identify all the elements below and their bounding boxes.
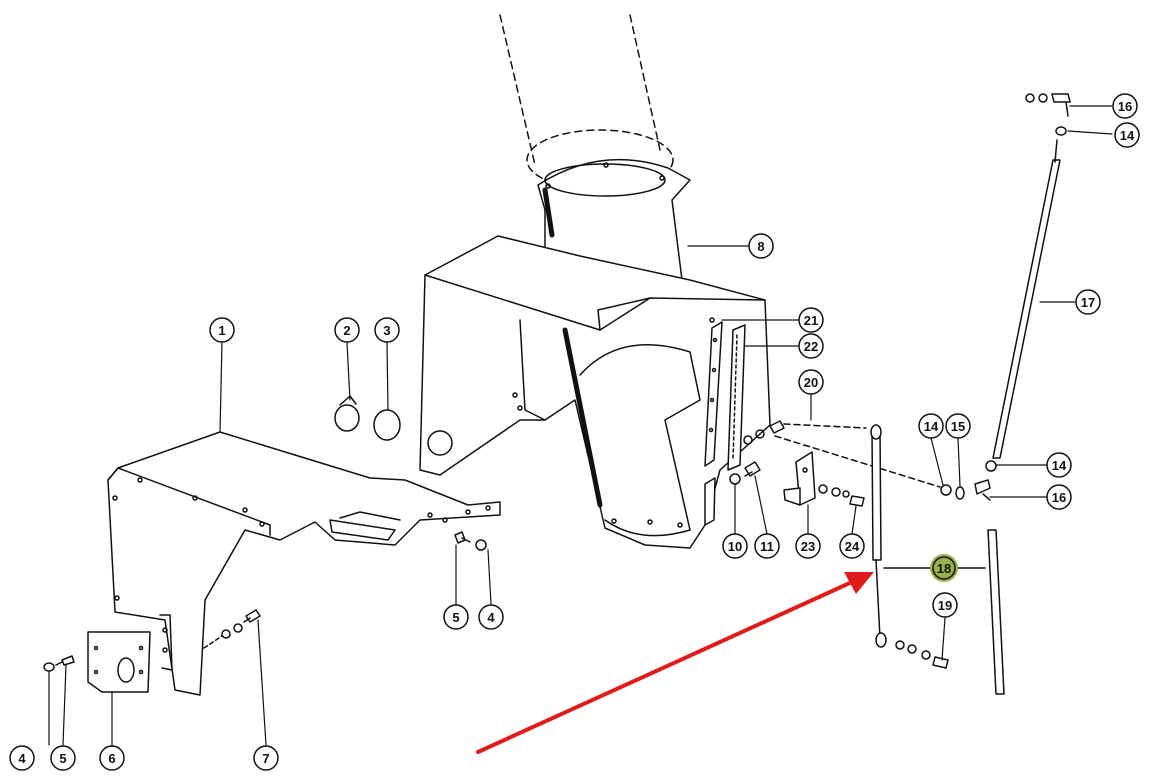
cover-plate-part-6 xyxy=(87,631,151,693)
callout-2[interactable]: 2 xyxy=(334,317,360,343)
callout-1[interactable]: 1 xyxy=(209,317,235,343)
fasteners-7 xyxy=(203,609,261,649)
svg-text:8: 8 xyxy=(757,239,764,254)
svg-text:17: 17 xyxy=(1081,295,1095,310)
seal-ring-part-3 xyxy=(373,409,401,441)
seal-strip-part-21 xyxy=(704,321,723,467)
callout-10[interactable]: 10 xyxy=(722,533,748,559)
callout-22[interactable]: 22 xyxy=(798,333,824,359)
bracket-plate xyxy=(704,477,716,526)
guard-part-1 xyxy=(107,431,501,696)
leader-lines xyxy=(48,105,1113,746)
svg-text:14: 14 xyxy=(1120,128,1135,143)
callout-18-highlighted[interactable]: 18 xyxy=(930,554,958,582)
bracket-part-23 xyxy=(783,451,816,506)
callout-11[interactable]: 11 xyxy=(754,533,780,559)
svg-text:14: 14 xyxy=(924,419,939,434)
svg-text:5: 5 xyxy=(452,610,459,625)
rod-part-17 xyxy=(940,93,1071,501)
callout-4-center[interactable]: 4 xyxy=(478,604,504,630)
svg-text:21: 21 xyxy=(804,313,818,328)
callout-labels: 1 2 3 4 4 5 5 6 7 8 10 11 14 14 14 15 16… xyxy=(9,93,1140,771)
fasteners-4-5-left xyxy=(43,655,75,672)
callout-24[interactable]: 24 xyxy=(839,533,865,559)
svg-text:1: 1 xyxy=(218,323,225,338)
callout-5-center[interactable]: 5 xyxy=(443,604,469,630)
support-bar xyxy=(987,529,1005,695)
svg-text:7: 7 xyxy=(262,751,269,766)
hose-clamp-part-2 xyxy=(334,395,360,432)
callout-14-top[interactable]: 14 xyxy=(1114,122,1140,148)
fasteners-10-11 xyxy=(729,461,761,485)
svg-text:4: 4 xyxy=(18,751,26,766)
svg-text:6: 6 xyxy=(108,751,115,766)
seal-strip-part-22 xyxy=(727,324,746,471)
callout-21[interactable]: 21 xyxy=(798,307,824,333)
svg-text:20: 20 xyxy=(804,375,818,390)
callout-14-middle[interactable]: 14 xyxy=(918,413,944,439)
callout-3[interactable]: 3 xyxy=(374,317,400,343)
svg-text:16: 16 xyxy=(1052,490,1066,505)
main-housing xyxy=(419,235,771,549)
svg-text:18: 18 xyxy=(937,561,951,576)
svg-text:14: 14 xyxy=(1052,458,1067,473)
callout-7[interactable]: 7 xyxy=(253,745,279,771)
svg-text:24: 24 xyxy=(845,539,860,554)
svg-text:15: 15 xyxy=(951,419,965,434)
svg-text:5: 5 xyxy=(59,751,66,766)
svg-text:23: 23 xyxy=(801,539,815,554)
fasteners-24 xyxy=(774,435,941,507)
callout-20[interactable]: 20 xyxy=(798,369,824,395)
svg-text:2: 2 xyxy=(343,323,350,338)
red-arrow xyxy=(476,572,874,754)
callout-8[interactable]: 8 xyxy=(748,233,774,259)
callout-16-top[interactable]: 16 xyxy=(1112,93,1138,119)
gas-strut-part-18 xyxy=(870,424,949,669)
callout-14-right[interactable]: 14 xyxy=(1046,452,1072,478)
callout-15[interactable]: 15 xyxy=(945,413,971,439)
svg-text:10: 10 xyxy=(728,539,742,554)
callout-4-bottom-left[interactable]: 4 xyxy=(9,745,35,771)
svg-text:19: 19 xyxy=(938,598,952,613)
callout-19[interactable]: 19 xyxy=(932,592,958,618)
svg-text:3: 3 xyxy=(383,323,390,338)
svg-text:16: 16 xyxy=(1118,99,1132,114)
callout-23[interactable]: 23 xyxy=(795,533,821,559)
svg-text:22: 22 xyxy=(804,339,818,354)
fasteners-20 xyxy=(743,420,867,445)
callout-5-bottom-left[interactable]: 5 xyxy=(50,745,76,771)
svg-text:11: 11 xyxy=(760,539,774,554)
fasteners-4-5-right xyxy=(454,531,487,551)
callout-17[interactable]: 17 xyxy=(1075,289,1101,315)
svg-text:4: 4 xyxy=(487,610,495,625)
callout-16-bottom[interactable]: 16 xyxy=(1046,484,1072,510)
callout-6[interactable]: 6 xyxy=(99,745,125,771)
